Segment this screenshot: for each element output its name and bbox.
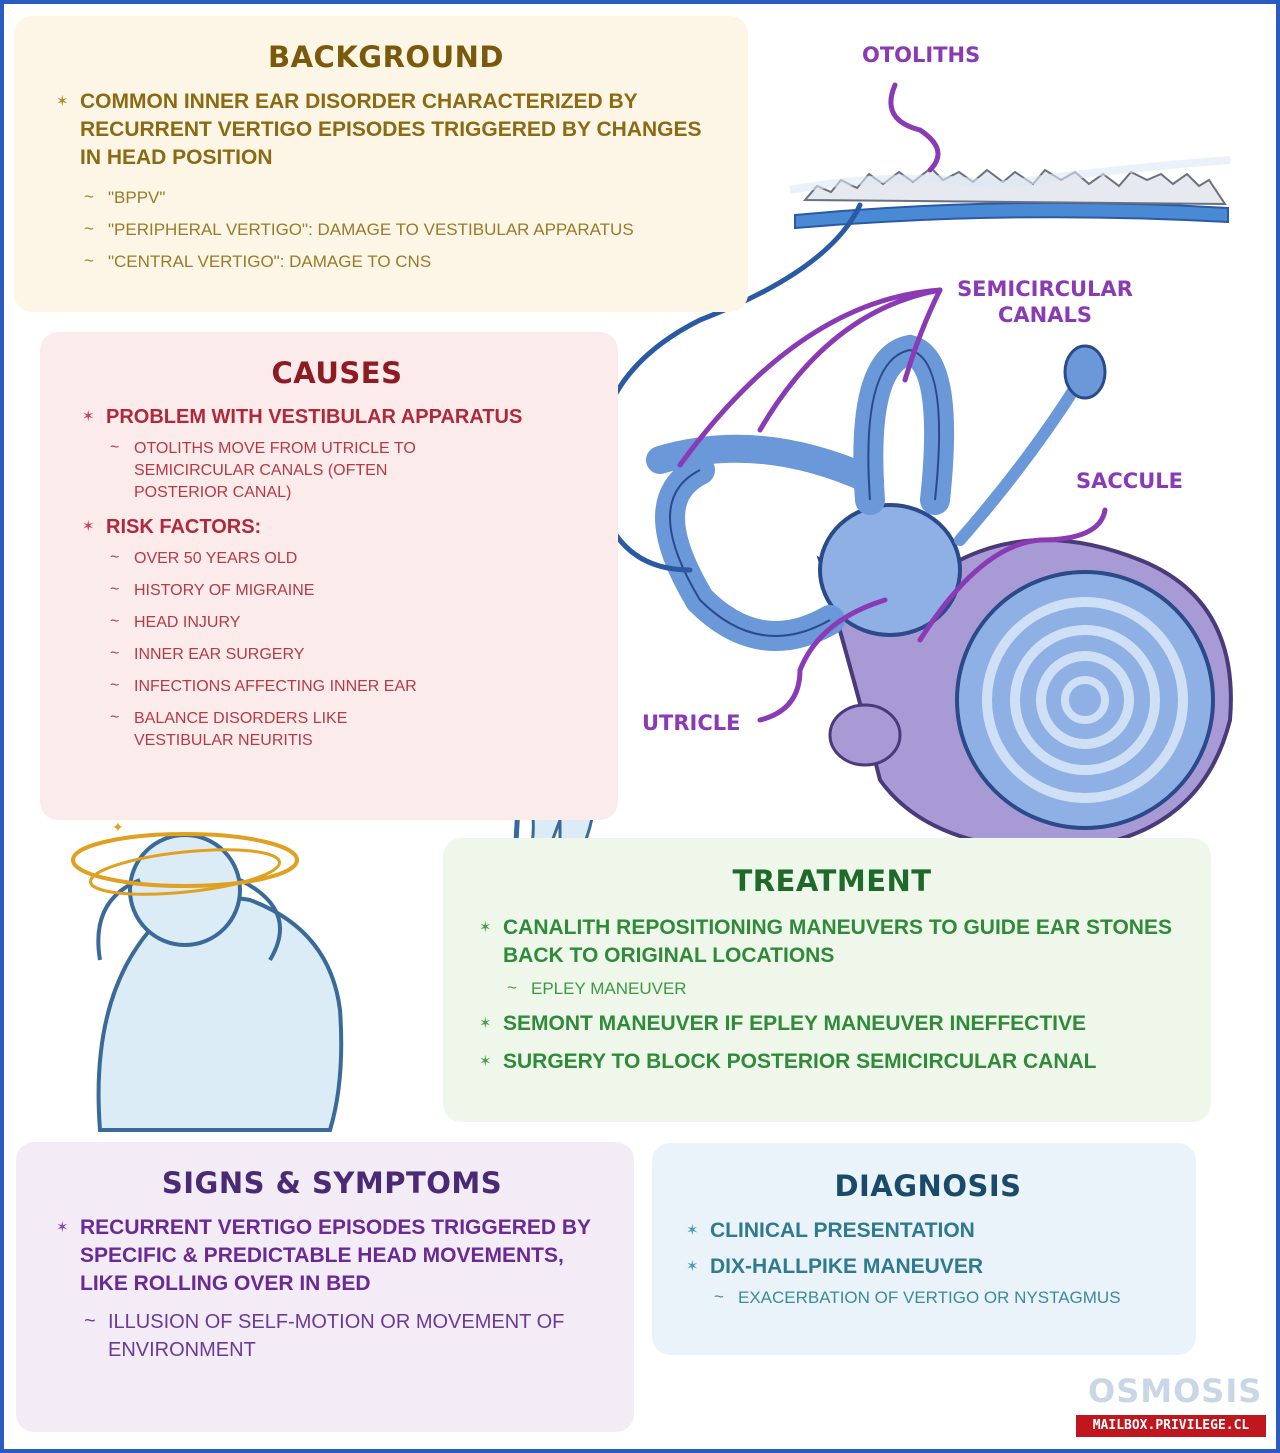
- dizzy-figure: ★ ✦ ✦: [71, 802, 344, 1132]
- treatment-panel: TREATMENT CANALITH REPOSITIONING MANEUVE…: [443, 838, 1211, 1122]
- risk-factor-item: HEAD INJURY: [106, 611, 436, 634]
- label-saccule: SACCULE: [1076, 469, 1183, 493]
- background-point: COMMON INNER EAR DISORDER CHARACTERIZED …: [54, 88, 718, 278]
- risk-factor-item: HISTORY of MIGRAINE: [106, 579, 436, 602]
- watermark: MAILBOX.PRIVILEGE.CL: [1076, 1415, 1266, 1437]
- label-otoliths: OTOLITHS: [862, 43, 981, 67]
- causes-risk-factors: RISK FACTORS: OVER 50 YEARS OLD HISTORY …: [80, 514, 594, 752]
- treatment-item: SURGERY to BLOCK POSTERIOR SEMICIRCULAR …: [477, 1048, 1187, 1076]
- diagnosis-title: DIAGNOSIS: [834, 1169, 1022, 1203]
- diagnosis-item: CLINICAL PRESENTATION: [684, 1217, 1172, 1245]
- causes-problem-sub: OTOLITHS MOVE from UTRICLE to SEMICIRCUL…: [106, 437, 476, 504]
- signs-item: RECURRENT VERTIGO EPISODES TRIGGERED by …: [54, 1214, 610, 1364]
- background-panel: BACKGROUND COMMON INNER EAR DISORDER CHA…: [14, 16, 748, 312]
- treatment-item: SEMONT MANEUVER if EPLEY MANEUVER INEFFE…: [477, 1010, 1187, 1038]
- causes-title: CAUSES: [271, 356, 403, 390]
- risk-factor-item: INFECTIONS affecting INNER EAR: [106, 675, 436, 698]
- label-utricle: UTRICLE: [642, 711, 741, 735]
- label-semicircular-canals: SEMICIRCULAR CANALS: [957, 277, 1133, 327]
- signs-symptoms-panel: SIGNS & SYMPTOMS RECURRENT VERTIGO EPISO…: [16, 1142, 634, 1432]
- treatment-subitem: EPLEY MANEUVER: [503, 977, 1187, 1000]
- background-subpoint: "PERIPHERAL VERTIGO": DAMAGE to VESTIBUL…: [80, 213, 718, 246]
- diagnosis-subitem: EXACERBATION of VERTIGO or NYSTAGMUS: [710, 1286, 1172, 1309]
- risk-factor-item: OVER 50 YEARS OLD: [106, 547, 436, 570]
- svg-text:✦: ✦: [112, 820, 124, 836]
- diagnosis-item: DIX-HALLPIKE MANEUVER EXACERBATION of VE…: [684, 1253, 1172, 1309]
- osmosis-logo: OSMOSIS: [1088, 1372, 1263, 1410]
- treatment-item: CANALITH REPOSITIONING MANEUVERS to GUID…: [477, 914, 1187, 1000]
- otolith-membrane-illustration: [789, 156, 1231, 230]
- inner-ear-illustration: [646, 334, 1233, 853]
- causes-problem: PROBLEM with VESTIBULAR APPARATUS OTOLIT…: [80, 404, 594, 504]
- background-subpoint: "BPPV": [80, 181, 718, 214]
- background-subpoint: "CENTRAL VERTIGO": DAMAGE to CNS: [80, 245, 718, 278]
- risk-factor-item: INNER EAR SURGERY: [106, 643, 436, 666]
- signs-title: SIGNS & SYMPTOMS: [161, 1166, 503, 1200]
- leader-lines: [594, 82, 1108, 723]
- risk-factor-item: BALANCE DISORDERS like VESTIBULAR NEURIT…: [106, 707, 436, 752]
- treatment-title: TREATMENT: [732, 864, 932, 898]
- signs-subitem: ILLUSION of SELF-MOTION or MOVEMENT of E…: [80, 1307, 610, 1364]
- diagnosis-panel: DIAGNOSIS CLINICAL PRESENTATION DIX-HALL…: [652, 1143, 1196, 1355]
- causes-panel: CAUSES PROBLEM with VESTIBULAR APPARATUS…: [40, 332, 618, 820]
- background-title: BACKGROUND: [268, 40, 504, 74]
